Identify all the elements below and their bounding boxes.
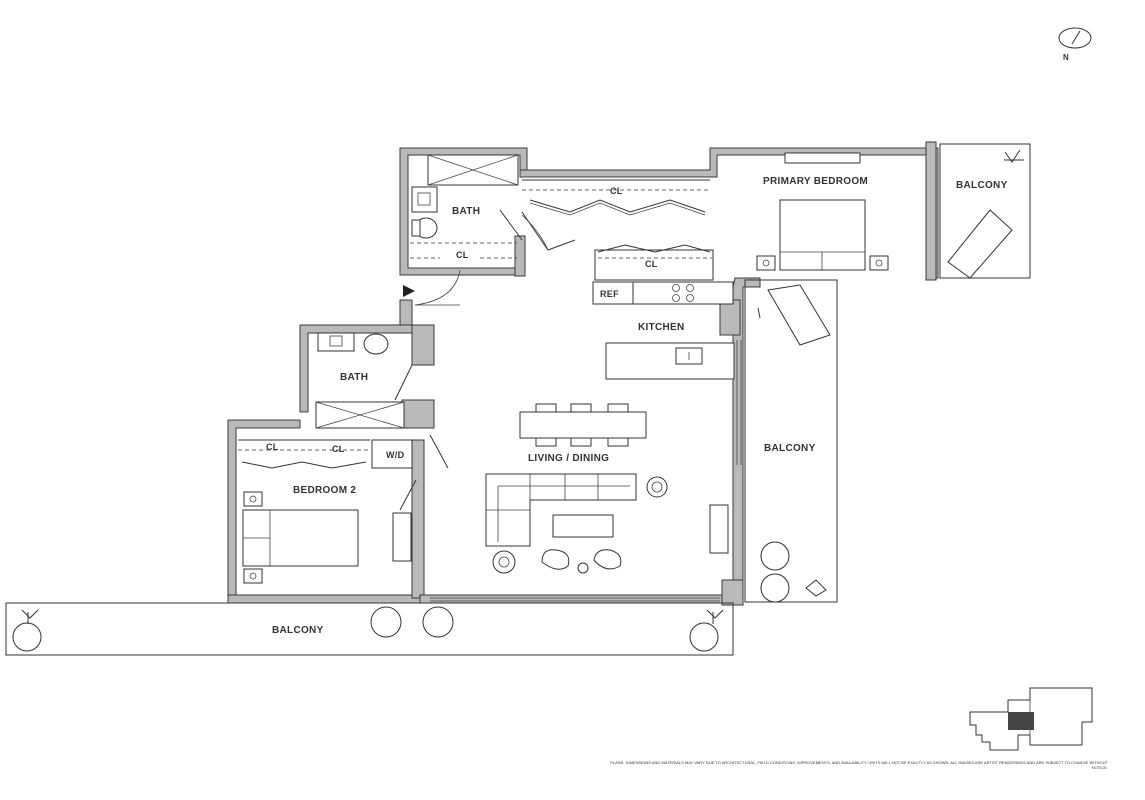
closet-b2-b-label: CL	[332, 444, 345, 454]
chair-icon	[422, 606, 454, 638]
balcony-south-label: BALCONY	[272, 625, 324, 636]
compass-north-label: N	[1063, 53, 1069, 62]
dining-table	[519, 411, 647, 439]
washer-dryer	[371, 439, 413, 469]
kitchen-island	[605, 342, 735, 380]
plant-icon	[21, 609, 39, 624]
washer-dryer-label: W/D	[386, 450, 405, 460]
closet-kitchen-label: CL	[645, 259, 658, 269]
living-dining: LIVING / DINING	[430, 403, 729, 602]
chair-icon	[12, 622, 42, 652]
compass-needle-icon	[1071, 30, 1081, 45]
nightstand-icon	[243, 491, 263, 507]
bedroom-2: CL CL W/D BEDROOM 2	[238, 434, 449, 584]
coffee-table	[552, 514, 614, 538]
side-table-icon	[646, 476, 668, 498]
ottoman-icon	[577, 562, 589, 574]
compass: N	[1058, 27, 1092, 62]
bath-top-label: BATH	[452, 206, 480, 217]
bed-icon	[779, 199, 866, 271]
plant-icon	[706, 609, 724, 624]
sink-icon	[411, 186, 438, 213]
side-table-icon	[492, 550, 516, 574]
closet-bath-label: CL	[456, 250, 469, 260]
chair-icon	[760, 573, 790, 603]
dining-set	[519, 403, 647, 447]
bath-mid-label: BATH	[340, 372, 368, 383]
unit-highlight	[1008, 712, 1034, 730]
lounge-chair-icon	[767, 284, 831, 346]
balcony-ne-label: BALCONY	[956, 180, 1008, 191]
armchair-icon	[593, 549, 622, 570]
bedroom2-label: BEDROOM 2	[293, 485, 356, 496]
key-plan	[969, 687, 1093, 751]
balcony-ne: BALCONY	[939, 143, 1031, 279]
balcony-south: BALCONY	[5, 602, 734, 656]
closet-kitchen: CL	[521, 211, 714, 281]
kitchen: REF KITCHEN	[592, 281, 735, 380]
nightstand-icon	[756, 255, 776, 271]
compass-circle-icon	[1058, 27, 1092, 49]
chair-icon	[760, 541, 790, 571]
closet-long: CL	[522, 179, 710, 216]
top-bath: BATH CL	[410, 154, 523, 260]
sink-icon	[317, 332, 355, 352]
toilet-icon	[363, 333, 389, 355]
cooktop-icon	[672, 284, 694, 302]
plant-icon	[1004, 149, 1024, 163]
sofa-icon	[485, 473, 637, 547]
closet-b2-a-label: CL	[266, 442, 279, 452]
living-dining-label: LIVING / DINING	[528, 453, 609, 464]
dresser	[392, 512, 412, 562]
media-console	[709, 504, 729, 554]
mid-bath: BATH	[315, 332, 413, 429]
primary-bedroom: PRIMARY BEDROOM	[756, 152, 889, 271]
primary-bedroom-label: PRIMARY BEDROOM	[763, 176, 868, 187]
balcony-east: BALCONY	[736, 279, 838, 603]
entry-arrow-icon	[403, 285, 415, 297]
armchair-icon	[541, 549, 570, 570]
plant-icon	[805, 579, 827, 597]
lounge-chair-icon	[947, 209, 1013, 279]
entry-door	[403, 269, 461, 306]
chair-icon	[689, 622, 719, 652]
nightstand-icon	[243, 568, 263, 584]
ref-label: REF	[600, 289, 619, 299]
kitchen-label: KITCHEN	[638, 322, 685, 333]
disclaimer-text: PLANS, DIMENSIONS AND MATERIALS MAY VARY…	[610, 760, 1108, 770]
chair-icon	[370, 606, 402, 638]
closet-long-label: CL	[610, 186, 623, 196]
nightstand-icon	[869, 255, 889, 271]
walls	[227, 141, 939, 606]
refrigerator	[592, 281, 634, 305]
balcony-east-label: BALCONY	[764, 443, 816, 454]
